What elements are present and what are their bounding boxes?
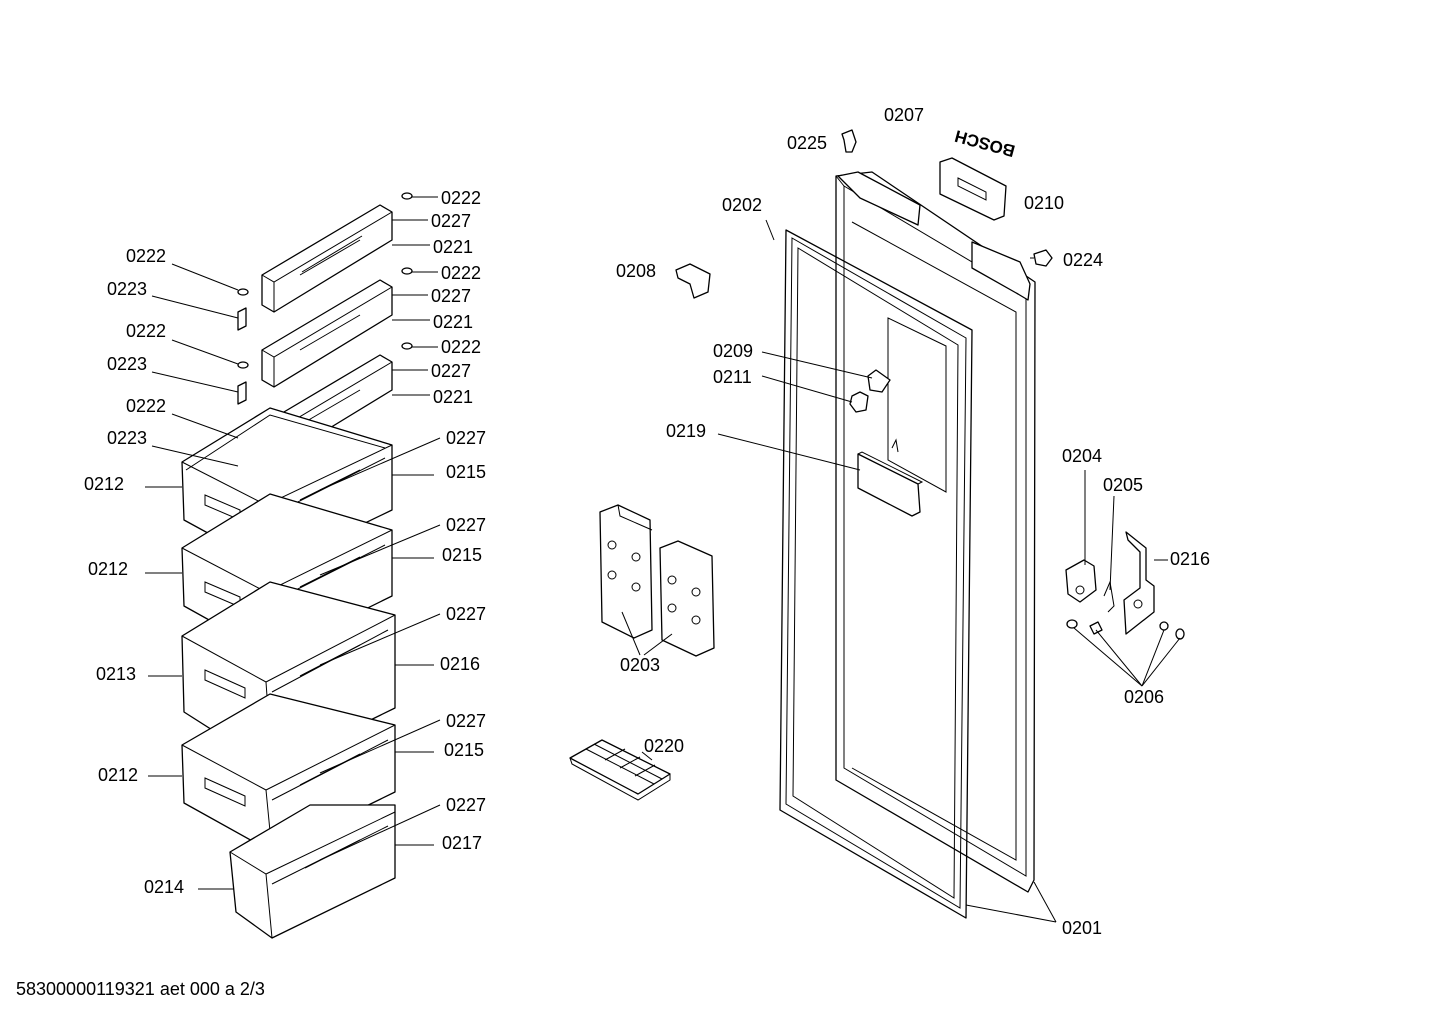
- label-0216: 0216: [1170, 549, 1210, 569]
- label-0227: 0227: [446, 604, 486, 624]
- label-0227: 0227: [431, 211, 471, 231]
- label-0215: 0215: [446, 462, 486, 482]
- label-0221: 0221: [433, 312, 473, 332]
- label-0227: 0227: [446, 428, 486, 448]
- label-0222: 0222: [441, 188, 481, 208]
- label-0207: 0207: [884, 105, 924, 125]
- freezer-door: BOSCH: [717, 126, 1185, 923]
- label-0212: 0212: [84, 474, 124, 494]
- label-0208: 0208: [616, 261, 656, 281]
- label-0227: 0227: [431, 361, 471, 381]
- label-0225: 0225: [787, 133, 827, 153]
- label-0213: 0213: [96, 664, 136, 684]
- drawer-stack: [145, 192, 441, 939]
- label-0205: 0205: [1103, 475, 1143, 495]
- label-0212: 0212: [98, 765, 138, 785]
- label-0222: 0222: [126, 396, 166, 416]
- label-0227: 0227: [446, 515, 486, 535]
- label-0221: 0221: [433, 237, 473, 257]
- flap-part-0221-a: [261, 204, 393, 313]
- label-0223: 0223: [107, 428, 147, 448]
- label-0219: 0219: [666, 421, 706, 441]
- label-0215: 0215: [442, 545, 482, 565]
- label-0204: 0204: [1062, 446, 1102, 466]
- label-0221: 0221: [433, 387, 473, 407]
- drawer-0217: [229, 804, 396, 939]
- ice-cube-tray-0220: [569, 739, 671, 801]
- label-0222: 0222: [441, 263, 481, 283]
- label-0223: 0223: [107, 279, 147, 299]
- clip-0208: [675, 263, 711, 299]
- label-0222: 0222: [126, 321, 166, 341]
- label-0222: 0222: [126, 246, 166, 266]
- part-labels: 0222 0227 0221 0222 0227 0221 0222 0227 …: [84, 105, 1210, 938]
- label-0217: 0217: [442, 833, 482, 853]
- label-0216: 0216: [440, 654, 480, 674]
- label-0224: 0224: [1063, 250, 1103, 270]
- label-0212: 0212: [88, 559, 128, 579]
- cold-pack-0203: [599, 504, 715, 657]
- label-0227: 0227: [431, 286, 471, 306]
- label-0227: 0227: [446, 795, 486, 815]
- label-0222: 0222: [441, 337, 481, 357]
- label-0214: 0214: [144, 877, 184, 897]
- accessories: [569, 263, 715, 801]
- label-0220: 0220: [644, 736, 684, 756]
- brand-text: BOSCH: [953, 126, 1017, 160]
- label-0201: 0201: [1062, 918, 1102, 938]
- flap-part-0221-b: [261, 279, 393, 388]
- door-gasket-0202: [779, 229, 973, 919]
- leader-lines-left: [145, 196, 441, 890]
- label-0211: 0211: [713, 367, 752, 387]
- hinge-parts: [1065, 531, 1185, 640]
- leader-lines-right: [717, 219, 1181, 923]
- label-0203: 0203: [620, 655, 660, 675]
- label-0206: 0206: [1124, 687, 1164, 707]
- label-0202: 0202: [722, 195, 762, 215]
- label-0227: 0227: [446, 711, 486, 731]
- label-0215: 0215: [444, 740, 484, 760]
- label-0210: 0210: [1024, 193, 1064, 213]
- drawing-reference-footer: 58300000119321 aet 000 a 2/3: [16, 979, 265, 999]
- label-0223: 0223: [107, 354, 147, 374]
- label-0209: 0209: [713, 341, 753, 361]
